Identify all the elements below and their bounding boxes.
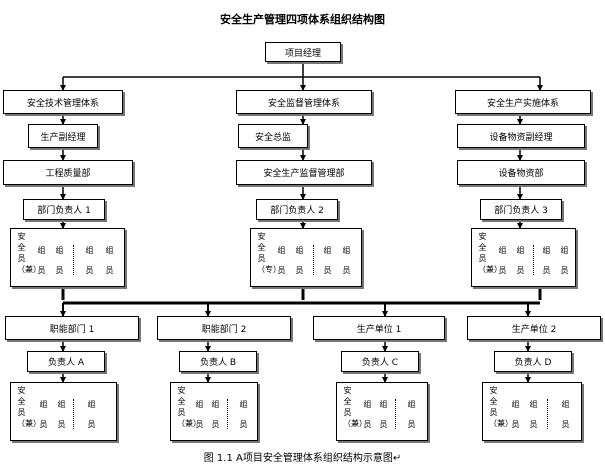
member-group-box: 安全员（专） 组员 组员 组员 组员 — [250, 228, 362, 287]
department-box: 安全生产监督管理部 — [236, 160, 372, 185]
member-label: 组员 — [277, 246, 286, 275]
member-label: 组员 — [55, 246, 64, 275]
system-box: 安全技术管理体系 — [3, 90, 123, 114]
member-label: 组员 — [57, 400, 66, 429]
safety-officer-label: 安全员（专） — [257, 232, 281, 274]
leader-box: 负责人 A — [27, 351, 105, 372]
dept-head-box: 部门负责人 1 — [23, 199, 105, 220]
department-box: 设备物资部 — [457, 160, 585, 185]
member-label: 组员 — [195, 400, 204, 429]
manager-box: 安全总监 — [238, 124, 308, 148]
member-label: 组员 — [239, 400, 248, 429]
member-group-box: 安全员（兼） 组员 组员 组员 — [170, 382, 258, 441]
member-label: 组员 — [211, 400, 220, 429]
member-label: 组员 — [407, 400, 416, 429]
member-label: 组员 — [37, 246, 46, 275]
member-group-box: 安全员（兼） 组员 组员 组员 — [336, 382, 428, 441]
member-label: 组员 — [498, 246, 507, 275]
safety-officer-label: 安全员（兼） — [177, 386, 201, 428]
member-label: 组员 — [342, 246, 351, 275]
manager-box: 设备物资副经理 — [457, 124, 585, 148]
diagram-title: 安全生产管理四项体系组织结构图 — [220, 13, 385, 26]
safety-officer-label: 安全员（兼） — [343, 386, 367, 428]
project-manager-box: 项目经理 — [265, 42, 341, 62]
member-group-box: 安全员（兼） 组员 组员 组员 组员 — [10, 228, 125, 287]
safety-officer-label: 安全员（兼） — [17, 232, 41, 274]
member-label: 组员 — [87, 400, 96, 429]
member-label: 组员 — [511, 400, 520, 429]
unit-box: 职能部门 2 — [157, 316, 291, 340]
member-group-box: 安全员（兼） 组员 组员 组员 — [482, 382, 582, 441]
unit-box: 职能部门 1 — [5, 316, 139, 340]
safety-officer-label: 安全员（兼） — [478, 232, 502, 274]
member-label: 组员 — [39, 400, 48, 429]
member-label: 组员 — [561, 400, 570, 429]
manager-box: 生产副经理 — [28, 124, 98, 148]
member-label: 组员 — [295, 246, 304, 275]
ellipsis-divider — [313, 245, 314, 275]
ellipsis-divider — [227, 399, 228, 429]
member-label: 组员 — [363, 400, 372, 429]
department-box: 工程质量部 — [3, 160, 133, 185]
safety-officer-label: 安全员（兼） — [17, 386, 41, 428]
member-label: 组员 — [85, 246, 94, 275]
member-label: 组员 — [529, 400, 538, 429]
member-label: 组员 — [105, 246, 114, 275]
member-label: 组员 — [379, 400, 388, 429]
unit-box: 生产单位 2 — [467, 316, 601, 340]
leader-box: 负责人 B — [179, 351, 257, 372]
ellipsis-divider — [533, 245, 534, 275]
member-group-box: 安全员（兼） 组员 组员 组员 组员 — [471, 228, 576, 287]
member-group-box: 安全员（兼） 组员 组员 组员 — [10, 382, 117, 441]
ellipsis-divider — [395, 399, 396, 429]
system-box: 安全监督管理体系 — [236, 90, 372, 114]
system-box: 安全生产实施体系 — [455, 90, 591, 114]
unit-box: 生产单位 1 — [313, 316, 445, 340]
ellipsis-divider — [547, 399, 548, 429]
leader-box: 负责人 D — [494, 351, 572, 372]
member-label: 组员 — [323, 246, 332, 275]
dept-head-box: 部门负责人 3 — [480, 199, 562, 220]
ellipsis-divider — [73, 245, 74, 275]
ellipsis-divider — [73, 399, 74, 429]
dept-head-box: 部门负责人 2 — [256, 199, 338, 220]
member-label: 组员 — [516, 246, 525, 275]
figure-caption: 图 1.1 A项目安全管理体系组织结构示意图↵ — [203, 453, 402, 464]
safety-officer-label: 安全员（兼） — [489, 386, 513, 428]
member-label: 组员 — [542, 246, 551, 275]
leader-box: 负责人 C — [341, 351, 419, 372]
member-label: 组员 — [560, 246, 569, 275]
